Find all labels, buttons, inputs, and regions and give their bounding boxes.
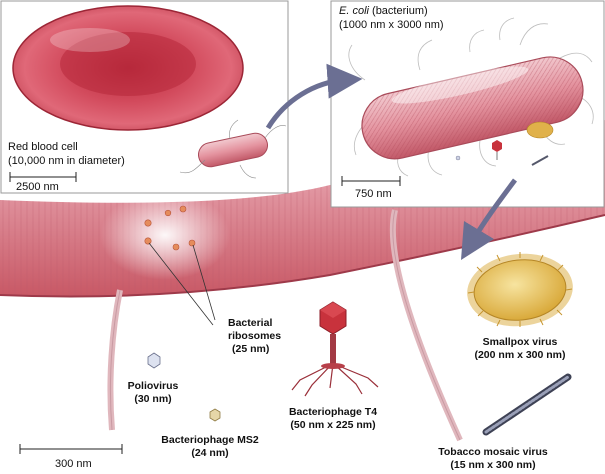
ecoli-highlight: [391, 66, 529, 104]
ribosome-label-line1: Bacterial: [228, 317, 272, 329]
ecoli-scale-label: 750 nm: [355, 188, 392, 200]
ribosome-label-line3: (25 nm): [232, 343, 269, 355]
ecoli-label-line2: (1000 nm x 3000 nm): [339, 19, 444, 31]
ribosome-dot: [144, 237, 152, 245]
ecoli-type-suffix: (bacterium): [369, 5, 428, 17]
smallpox-label-line2: (200 nm x 300 nm): [474, 349, 565, 361]
bottom-scale-bar: [19, 444, 123, 454]
ribosome-dot: [188, 239, 196, 247]
ribosome-group: [144, 205, 196, 251]
rbc-label-line1: Red blood cell: [8, 141, 78, 153]
zoom-arrow-ecoli-to-viruses: [460, 178, 518, 261]
ribosome-glow: [100, 190, 230, 280]
mini-poliovirus: [455, 155, 461, 161]
t4-label-line2: (50 nm x 225 nm): [290, 419, 375, 431]
bacteriophage-t4: [291, 301, 379, 397]
smallpox-label-line1: Smallpox virus: [483, 336, 558, 348]
red-blood-cell-dimple: [60, 32, 196, 96]
ribosome-pointer: [192, 244, 216, 321]
tether-left: [107, 289, 123, 431]
ecoli-scale-bar: [341, 176, 401, 186]
mini-phage-t4: [492, 140, 502, 160]
rbc-label-line2: (10,000 nm in diameter): [8, 155, 125, 167]
ribosome-dot: [164, 209, 172, 217]
tether-left-outline: [109, 289, 121, 431]
membrane-edge: [0, 214, 605, 298]
tmv-label-line2: (15 nm x 300 nm): [450, 459, 535, 471]
ribosome-dot: [144, 219, 152, 227]
rbc-scale-bar: [9, 172, 77, 182]
red-blood-cell-highlight: [50, 28, 130, 52]
ribosome-label-line2: ribosomes: [228, 330, 281, 342]
t4-label-line1: Bacteriophage T4: [289, 406, 377, 418]
poliovirus-label-line1: Poliovirus: [128, 380, 179, 392]
poliovirus-label-line2: (30 nm): [134, 393, 171, 405]
tether-mid-outline: [392, 209, 461, 441]
smallpox-virus: [467, 252, 573, 327]
rbc-scale-label: 2500 nm: [16, 181, 59, 193]
ecoli-species-name: E. coli: [339, 5, 370, 17]
ribosome-dot: [172, 243, 180, 251]
ecoli-label-line1: E. coli (bacterium): [339, 5, 428, 17]
ribosome-pointer: [148, 242, 214, 326]
tmv-label-line1: Tobacco mosaic virus: [438, 446, 548, 458]
ecoli-texture: [362, 57, 583, 159]
mini-smallpox: [526, 121, 554, 139]
mini-ecoli: [198, 132, 268, 168]
mini-ecoli-flagella: [179, 119, 287, 179]
ms2-label-line1: Bacteriophage MS2: [161, 434, 259, 446]
tobacco-mosaic-virus: [482, 373, 572, 436]
bacteriophage-ms2: [209, 408, 221, 422]
ribosome-dot: [179, 205, 187, 213]
zoom-arrow-rbc-to-ecoli: [265, 63, 363, 130]
mini-tmv: [531, 155, 549, 166]
bottom-scale-label: 300 nm: [55, 458, 92, 470]
poliovirus: [147, 352, 161, 369]
ms2-label-line2: (24 nm): [191, 447, 228, 459]
